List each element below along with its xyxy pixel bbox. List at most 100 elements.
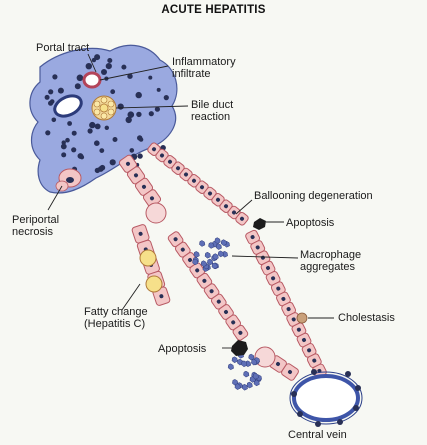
label-apoptosis-upper: Apoptosis: [286, 217, 335, 229]
lymphocyte: [48, 89, 54, 95]
hepatocyte: [245, 229, 261, 245]
hepatocyte: [265, 271, 281, 286]
hepatocyte: [211, 193, 225, 207]
lymphocyte: [67, 121, 72, 126]
hepatocyte: [195, 180, 209, 194]
bile-duct: [91, 95, 117, 121]
macrophage: [248, 353, 255, 361]
lymphocyte: [57, 87, 64, 94]
lymphocyte: [105, 63, 112, 70]
macrophage: [246, 381, 253, 389]
hepatocyte: [187, 174, 201, 188]
ballooned-cell: [254, 346, 276, 368]
label-ballooning-degeneration: Ballooning degeneration: [254, 190, 373, 202]
lymphocyte: [136, 111, 142, 118]
lymphocyte: [125, 116, 132, 124]
hepatocyte: [235, 212, 249, 226]
apoptotic-body-upper: [253, 218, 266, 230]
lymphocyte: [65, 137, 70, 143]
lymphocyte: [71, 130, 77, 136]
hepatocyte: [281, 363, 299, 381]
lymphocyte: [156, 87, 161, 92]
lymphocyte: [44, 94, 50, 100]
lymphocyte: [79, 155, 85, 160]
lymphocyte: [45, 130, 51, 136]
lymphocyte: [52, 74, 58, 80]
central-vein: [289, 369, 363, 427]
lymphocyte: [148, 75, 153, 80]
lymphocyte: [117, 103, 124, 110]
macrophage: [215, 243, 222, 250]
lymphocyte: [129, 148, 135, 153]
lymphocyte: [127, 73, 133, 79]
lymphocyte: [107, 58, 113, 63]
macrophage: [234, 383, 241, 390]
label-central-vein: Central vein: [288, 429, 347, 441]
label-portal-tract: Portal tract: [36, 42, 90, 54]
label-periportal-necrosis: Periportal necrosis: [12, 214, 60, 238]
fatty-cell: [145, 275, 163, 293]
lymphocyte: [121, 64, 127, 70]
label-cholestasis: Cholestasis: [338, 312, 395, 324]
macrophage: [200, 260, 207, 267]
lymphocyte: [61, 152, 67, 158]
lymphocyte: [101, 69, 107, 75]
hepatocyte: [232, 324, 249, 341]
label-bile-duct-reaction: Bile duct reaction: [191, 99, 234, 123]
macrophage: [211, 262, 218, 270]
lymphocyte: [74, 83, 81, 90]
lymphocyte: [94, 123, 101, 130]
label-macrophage-aggregates: Macrophage aggregates: [300, 249, 362, 273]
macrophage: [251, 358, 258, 366]
lymphocyte: [61, 140, 66, 145]
label-inflammatory-infiltrate: Inflammatory infiltrate: [172, 56, 236, 80]
lymphocyte: [94, 167, 101, 174]
macrophage: [207, 258, 214, 266]
leader-lines: [47, 53, 334, 349]
lymphocyte: [87, 128, 93, 134]
macrophage: [227, 363, 234, 371]
lymphocyte: [137, 153, 143, 159]
lymphocyte: [48, 100, 54, 106]
macrophage: [243, 370, 250, 378]
diagram-title: ACUTE HEPATITIS: [161, 4, 266, 16]
cholestasis-spot: [296, 312, 308, 324]
hepatocyte: [171, 161, 185, 175]
hepatocyte: [210, 293, 227, 310]
lymphocyte: [94, 54, 101, 61]
hepatic-artery: [82, 71, 102, 89]
macrophage: [192, 258, 199, 266]
lymphocyte: [91, 57, 97, 63]
lymphocyte: [85, 62, 93, 70]
label-apoptosis-lower: Apoptosis: [158, 343, 207, 355]
lymphocyte: [112, 137, 118, 142]
macrophage: [204, 251, 211, 259]
macrophage: [208, 242, 215, 249]
lymphocyte: [104, 125, 110, 130]
lymphocyte: [109, 159, 116, 166]
fatty-cell: [139, 249, 157, 267]
lymphocyte: [76, 74, 84, 82]
macrophage: [231, 356, 238, 364]
lymphocyte: [110, 89, 116, 95]
lymphocyte: [94, 140, 100, 146]
macrophage: [212, 253, 219, 260]
apoptotic-body-lower: [231, 340, 248, 356]
macrophage: [252, 372, 259, 380]
hepatocyte: [225, 314, 242, 331]
lymphocyte: [99, 148, 105, 154]
lymphocyte: [60, 143, 67, 150]
hepatocyte: [306, 353, 322, 368]
macrophage: [220, 239, 227, 246]
macrophage: [241, 383, 248, 391]
ballooned-cell: [145, 202, 167, 224]
macrophage: [199, 240, 206, 247]
macrophage: [232, 379, 239, 386]
macrophage: [241, 360, 248, 368]
lymphocyte: [137, 135, 143, 141]
lymphocyte: [154, 106, 160, 112]
lymphocyte: [163, 95, 169, 101]
hepatocyte-plates: [118, 142, 327, 381]
